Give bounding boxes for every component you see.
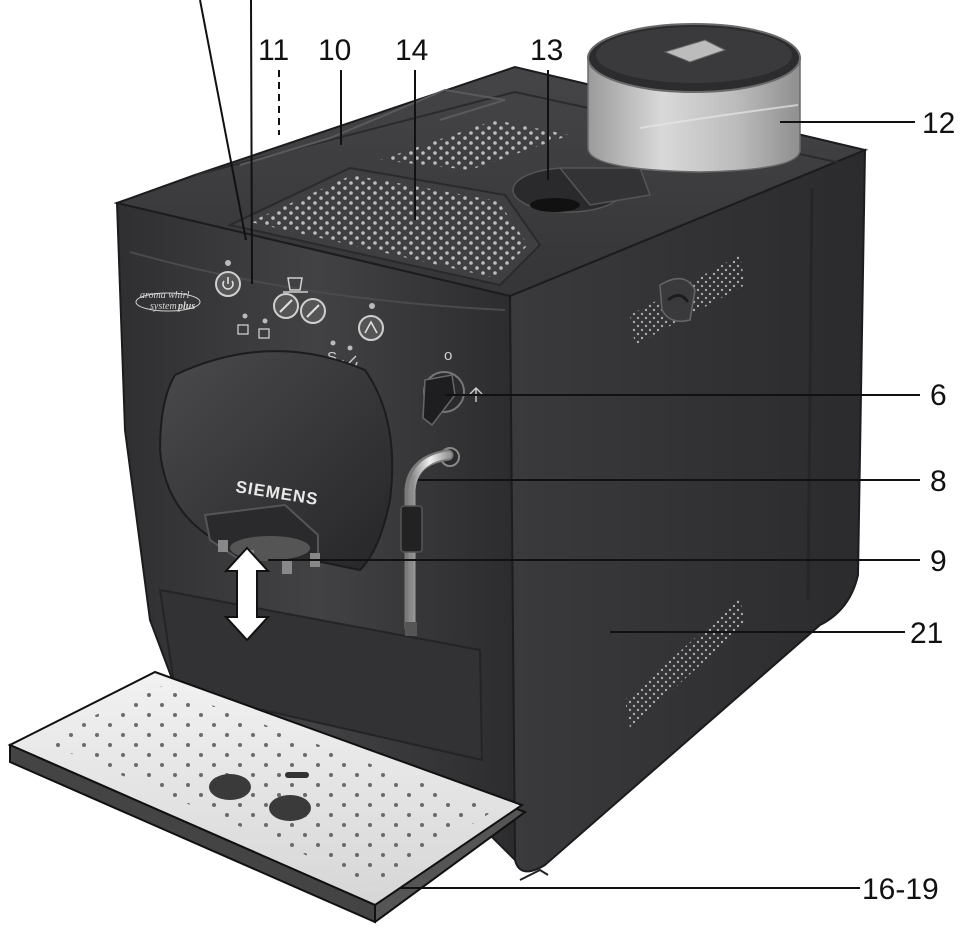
callout-11: 11 (258, 34, 289, 67)
callout-13: 13 (530, 34, 563, 67)
callout-21: 21 (910, 617, 943, 650)
cup-icon (283, 277, 308, 293)
callout-16-19: 16-19 (862, 873, 939, 906)
tank-lid-handle (663, 39, 727, 63)
drip-tray[interactable] (7, 670, 528, 924)
strength-knob[interactable] (273, 293, 299, 319)
descale-lamp (347, 345, 353, 351)
aroma-whirl-badge: aroma whirl system plus (135, 290, 201, 312)
badge-text-2: system (150, 301, 177, 312)
water-tank[interactable] (587, 23, 801, 173)
control-panel: aroma whirl system plus (129, 251, 506, 369)
height-adjust-arrow (223, 546, 271, 642)
callout-14: 14 (395, 34, 428, 67)
cup-size-knob[interactable] (300, 298, 326, 324)
badge-text-1: aroma whirl (140, 290, 190, 301)
tray-cup-spot-2 (269, 795, 311, 821)
side-handle[interactable] (659, 277, 696, 322)
leader-panel-a (199, 0, 247, 241)
lower-side-vent (625, 598, 745, 728)
s-indicator-label: S (327, 349, 337, 366)
status-lamps (237, 313, 270, 339)
tray-cup-spot-1 (209, 774, 251, 800)
badge-text-3: plus (177, 301, 195, 312)
power-button[interactable] (215, 260, 241, 297)
side-panel (509, 148, 867, 873)
leader-lines (199, 0, 920, 889)
ground-coffee-chute[interactable] (512, 167, 652, 213)
steam-pipe[interactable] (400, 447, 460, 636)
callout-labels: 11 10 14 13 12 6 8 9 21 16-19 (258, 34, 955, 906)
callout-12: 12 (922, 107, 955, 140)
s-lamp (330, 340, 336, 346)
dial-mark-label: o (444, 347, 452, 364)
rear-grill (380, 120, 570, 170)
steam-selector-knob[interactable]: o (422, 347, 483, 427)
callout-9: 9 (930, 545, 947, 578)
callout-10: 10 (318, 34, 351, 67)
callout-8: 8 (930, 465, 947, 498)
callout-6: 6 (930, 379, 947, 412)
leader-panel-b (250, 0, 253, 285)
steam-button[interactable] (358, 303, 384, 341)
tray-float (285, 772, 309, 778)
